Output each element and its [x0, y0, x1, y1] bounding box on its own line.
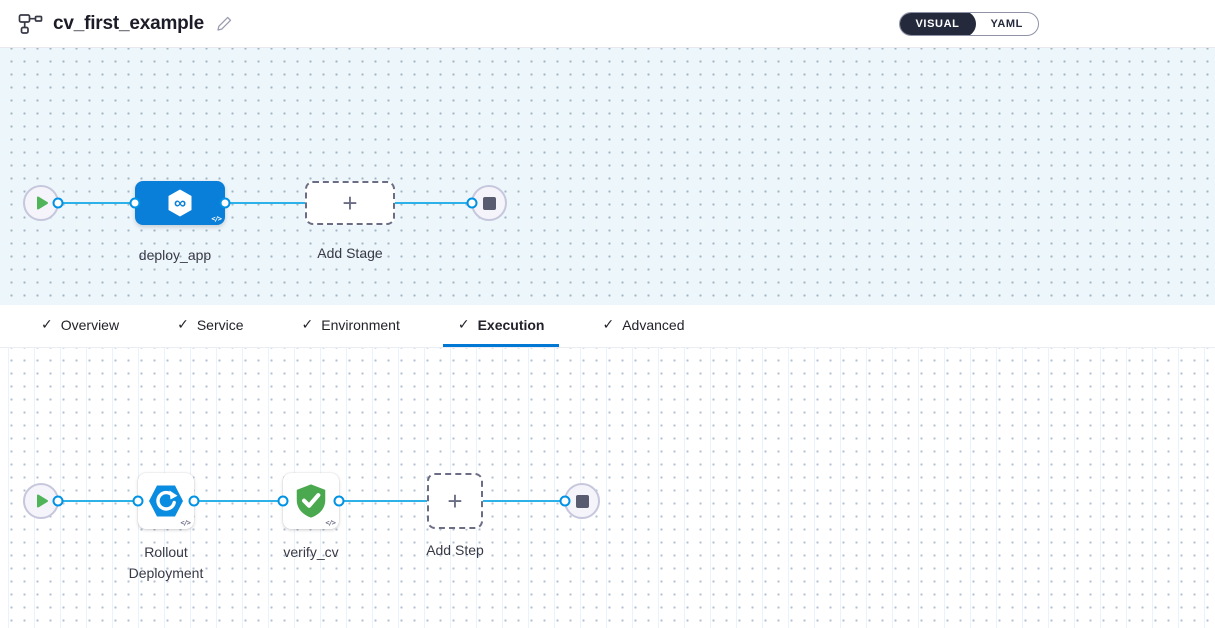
rollout-deployment-icon: [149, 485, 183, 517]
add-stage-label: Add Stage: [317, 245, 383, 261]
port[interactable]: [188, 495, 200, 507]
code-view-icon[interactable]: </>: [211, 215, 222, 223]
port[interactable]: [219, 197, 231, 209]
port[interactable]: [52, 495, 64, 507]
code-view-icon[interactable]: </>: [325, 519, 336, 527]
pipeline-icon: [18, 13, 43, 35]
step-label: Rollout Deployment: [128, 544, 204, 581]
verify-shield-icon: [296, 484, 326, 518]
stage-node-deploy-app[interactable]: ∞ </>: [135, 181, 225, 225]
stage-label: deploy_app: [138, 247, 212, 263]
port[interactable]: [333, 495, 345, 507]
check-icon: ✓: [41, 316, 53, 332]
port[interactable]: [466, 197, 478, 209]
check-icon: ✓: [457, 316, 470, 332]
port[interactable]: [559, 495, 571, 507]
tab-service[interactable]: ✓ Service: [162, 305, 258, 347]
add-stage-button[interactable]: +: [305, 181, 395, 225]
port[interactable]: [129, 197, 141, 209]
tab-execution[interactable]: ✓ Execution: [442, 305, 560, 347]
tab-overview[interactable]: ✓ Overview: [26, 305, 134, 347]
add-step-button[interactable]: +: [427, 473, 483, 529]
plus-icon: +: [342, 188, 358, 218]
toggle-visual-button[interactable]: VISUAL: [899, 12, 977, 35]
play-icon: [37, 494, 48, 508]
step-node-verify-cv[interactable]: </>: [283, 473, 339, 529]
code-view-icon[interactable]: </>: [180, 519, 191, 527]
header: cv_first_example VISUAL YAML: [0, 0, 1215, 48]
check-icon: ✓: [177, 316, 189, 332]
svg-text:∞: ∞: [174, 194, 186, 213]
tab-label: Service: [196, 316, 244, 333]
visual-yaml-toggle[interactable]: VISUAL YAML: [898, 11, 1039, 36]
add-step-label: Add Step: [426, 542, 484, 558]
tab-environment[interactable]: ✓ Environment: [287, 305, 415, 347]
execution-end-node[interactable]: [564, 483, 600, 519]
tab-advanced[interactable]: ✓ Advanced: [587, 305, 699, 347]
tab-label: Execution: [477, 316, 545, 333]
tab-label: Environment: [321, 316, 400, 333]
stop-icon: [482, 196, 496, 210]
tab-label: Overview: [60, 316, 120, 333]
step-node-rollout-deployment[interactable]: </>: [138, 473, 194, 529]
check-icon: ✓: [301, 316, 314, 332]
plus-icon: +: [447, 486, 463, 516]
cd-hexagon-icon: ∞: [168, 189, 192, 217]
edit-pencil-icon[interactable]: [216, 15, 233, 32]
page-title: cv_first_example: [53, 12, 205, 34]
port[interactable]: [277, 495, 289, 507]
check-icon: ✓: [602, 316, 615, 332]
tab-label: Advanced: [622, 316, 685, 333]
port[interactable]: [52, 197, 64, 209]
execution-step-canvas[interactable]: </> Rollout Deployment </> verify_cv + A…: [0, 348, 1215, 628]
port[interactable]: [132, 495, 144, 507]
stop-icon: [575, 494, 589, 508]
stage-connector-line: [58, 202, 472, 204]
play-icon: [37, 196, 48, 210]
stage-config-tabbar: ✓ Overview ✓ Service ✓ Environment ✓ Exe…: [0, 305, 1215, 348]
pipeline-stage-canvas[interactable]: ∞ </> deploy_app + Add Stage: [0, 48, 1215, 305]
toggle-yaml-button[interactable]: YAML: [990, 17, 1023, 30]
step-label: verify_cv: [283, 544, 339, 560]
